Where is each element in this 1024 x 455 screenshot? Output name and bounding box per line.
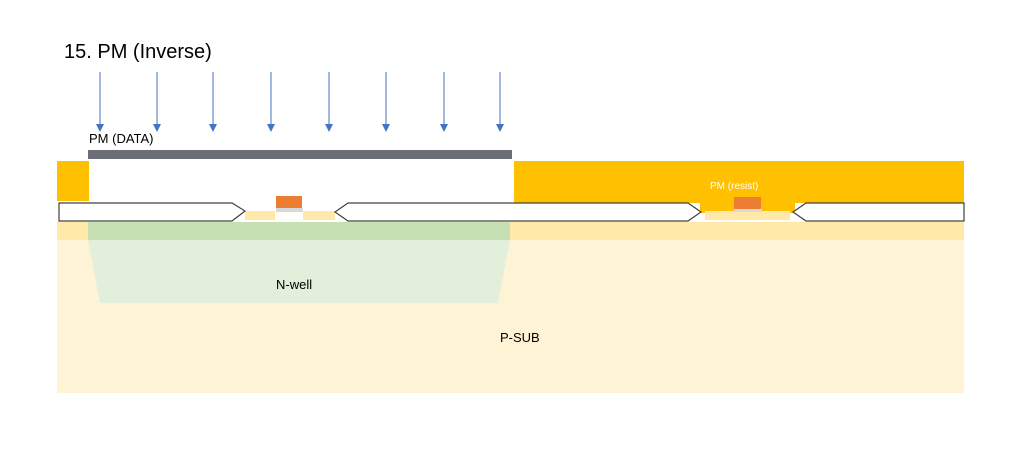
photomask-bar [88, 150, 512, 159]
gate-right [734, 197, 761, 209]
nwell-label: N-well [276, 277, 312, 292]
gate-oxide [276, 208, 303, 212]
n-well [88, 222, 510, 303]
arrow-head [153, 124, 161, 132]
active-pad [705, 211, 790, 220]
active-pad [245, 211, 275, 220]
arrow-head [382, 124, 390, 132]
field-oxide-right [791, 202, 965, 222]
arrow-head [267, 124, 275, 132]
arrow-head [440, 124, 448, 132]
arrow-head [496, 124, 504, 132]
field-oxide-left [58, 202, 247, 222]
arrow-head [96, 124, 104, 132]
gate-left [276, 196, 302, 208]
field-oxide-middle [333, 202, 703, 222]
n-well-surface [88, 222, 510, 240]
arrow-head [209, 124, 217, 132]
mask-label: PM (DATA) [89, 131, 154, 146]
diagram-title: 15. PM (Inverse) [64, 41, 212, 63]
resist-label: PM (resist) [710, 181, 758, 192]
psub-label: P-SUB [500, 330, 540, 345]
exposure-arrows [96, 72, 504, 132]
active-pad [303, 211, 335, 220]
gate-oxide [734, 208, 762, 212]
resist-left [57, 161, 89, 201]
resist-right [514, 161, 964, 203]
arrow-head [325, 124, 333, 132]
